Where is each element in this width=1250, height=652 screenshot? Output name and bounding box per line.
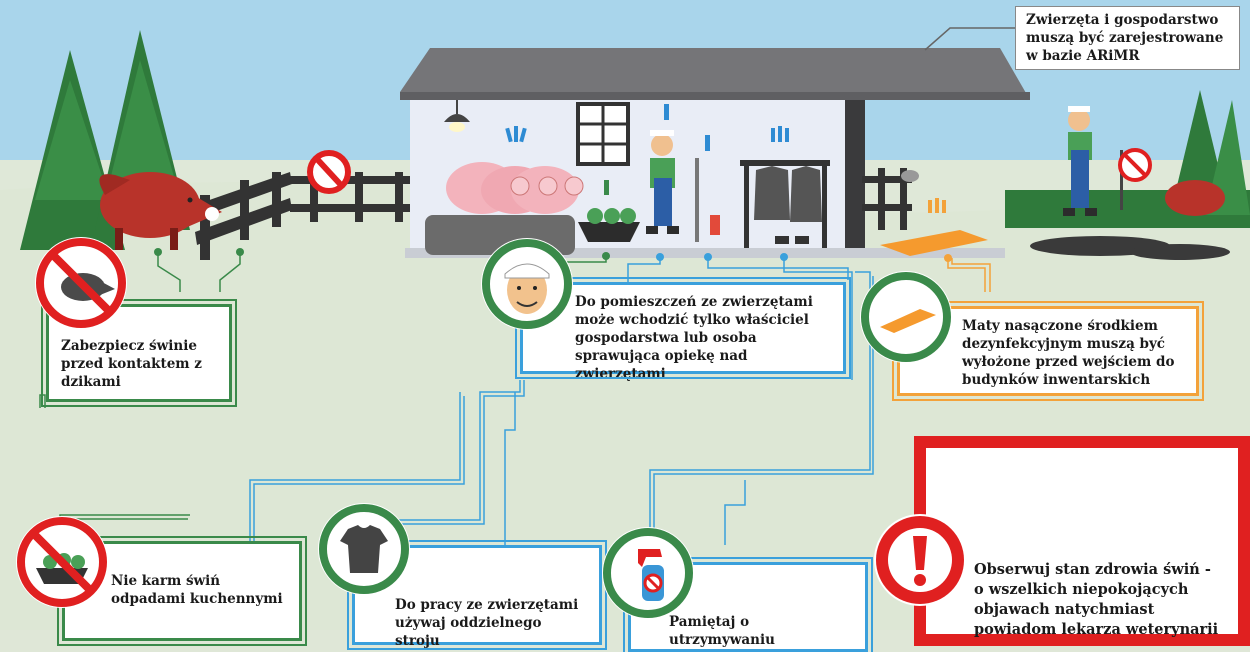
bird-icon xyxy=(901,170,919,182)
farmer-badge xyxy=(481,238,573,330)
pig-icon xyxy=(446,162,584,214)
blue-connectors xyxy=(249,257,874,545)
food-bowl-icon xyxy=(578,208,640,242)
no-entry-icon xyxy=(307,150,351,194)
health-note: Obserwuj stan zdrowia świń - o wszelkich… xyxy=(914,436,1250,646)
clothing-text: Do pracy ze zwierzętami używaj oddzielne… xyxy=(395,597,579,649)
exclamation-icon xyxy=(913,536,927,586)
farmer-icon xyxy=(1063,106,1097,216)
orange-connectors xyxy=(947,258,991,292)
registration-note: Zwierzęta i gospodarstwo muszą być zarej… xyxy=(1015,6,1240,70)
spray-badge xyxy=(602,527,694,619)
spray-bottle-icon xyxy=(638,549,664,601)
mats-text: Maty nasączone środkiem dezynfekcyjnym m… xyxy=(962,318,1175,388)
mat-icon xyxy=(880,309,936,333)
farmer-icon xyxy=(646,130,720,242)
boar-badge xyxy=(35,237,127,329)
access-note: Do pomieszczeń ze zwierzętami może wchod… xyxy=(515,277,851,382)
access-text: Do pomieszczeń ze zwierzętami może wchod… xyxy=(575,294,813,382)
hygiene-text: Pamiętaj o utrzymywaniu xyxy=(669,614,775,648)
health-text: Obserwuj stan zdrowia świń - o wszelkich… xyxy=(974,561,1219,638)
fence-left xyxy=(195,172,410,260)
boar-icon xyxy=(99,172,222,250)
mat-badge xyxy=(860,271,952,363)
feeding-text: Nie karm świń odpadami kuchennymi xyxy=(111,573,283,607)
shirt-badge xyxy=(318,503,410,595)
feeding-badge xyxy=(16,516,108,608)
shirt-icon xyxy=(340,525,388,573)
registration-text: Zwierzęta i gospodarstwo muszą być zarej… xyxy=(1026,12,1224,64)
mat-icon xyxy=(880,230,988,256)
boars-text: Zabezpiecz świnie przed kontaktem z dzik… xyxy=(61,338,202,390)
exclamation-icon xyxy=(505,104,946,213)
warning-badge xyxy=(874,514,966,606)
right-trees xyxy=(1005,90,1250,228)
fence-right xyxy=(862,168,912,230)
